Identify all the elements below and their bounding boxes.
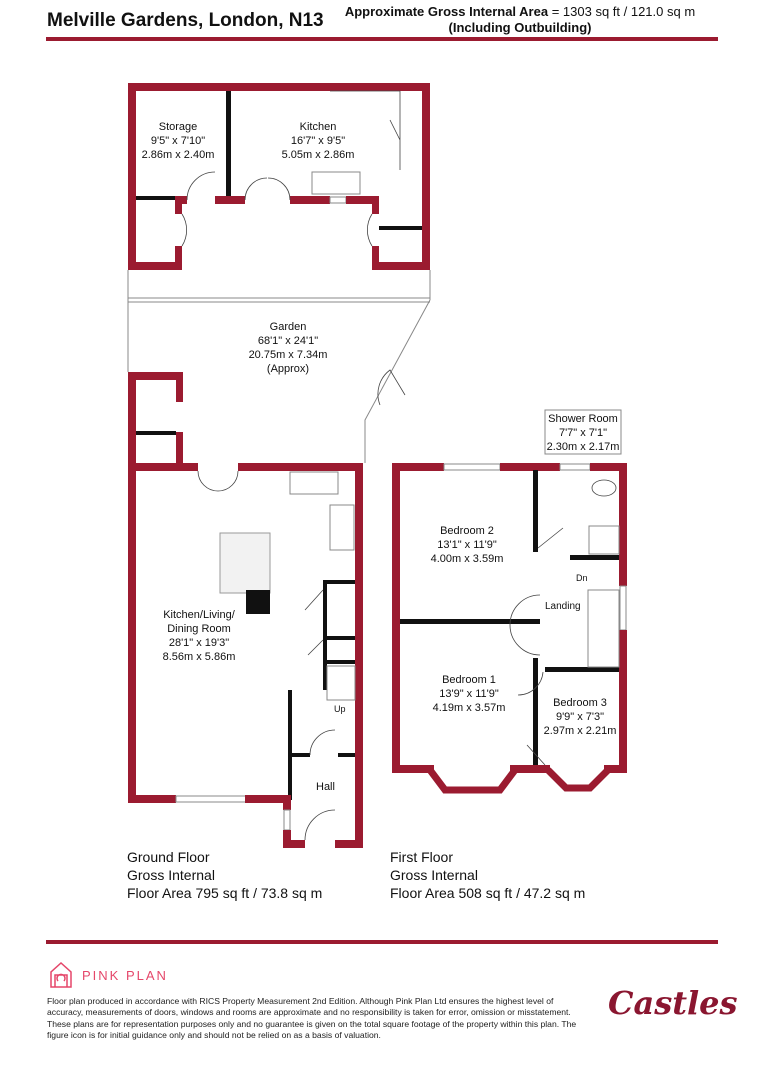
room-hall-label: Hall [316,781,335,793]
svg-text:Kitchen/Living/: Kitchen/Living/ [163,609,235,621]
up-label: Up [334,704,346,714]
gross-area-note: (Including Outbuilding) [448,20,592,35]
room-kitchen-living-label: Kitchen/Living/ Dining Room 28'1" x 19'3… [163,609,236,663]
first-floor-caption: First Floor Gross Internal Floor Area 50… [390,848,585,902]
first-floor-name: First Floor [390,849,453,865]
first-floor-gross: Gross Internal [390,867,478,883]
ground-floor-gross: Gross Internal [127,867,215,883]
svg-text:Shower Room: Shower Room [548,413,618,425]
ground-floor-walls [128,372,363,848]
svg-text:4.19m x 3.57m: 4.19m x 3.57m [433,702,506,714]
header-rule [46,37,718,41]
gross-area-value: = 1303 sq ft / 121.0 sq m [551,4,696,19]
svg-text:Bedroom 1: Bedroom 1 [442,674,496,686]
property-title: Melville Gardens, London, N13 [47,10,324,31]
disclaimer: Floor plan produced in accordance with R… [47,996,577,1040]
svg-text:13'9" x 11'9": 13'9" x 11'9" [439,688,499,700]
svg-text:7'7" x 7'1": 7'7" x 7'1" [559,427,607,439]
gross-area: Approximate Gross Internal Area = 1303 s… [330,4,710,36]
castles-logo: Castles [608,984,738,1022]
gross-area-label: Approximate Gross Internal Area [344,4,549,19]
svg-text:(Approx): (Approx) [267,363,309,375]
outbuilding [128,83,430,270]
svg-text:28'1" x 19'3": 28'1" x 19'3" [169,637,229,649]
svg-text:Garden: Garden [270,321,307,333]
ground-floor-area: Floor Area 795 sq ft / 73.8 sq m [127,885,323,901]
svg-text:20.75m x 7.34m: 20.75m x 7.34m [249,349,328,361]
room-bedroom3-label: Bedroom 3 9'9" x 7'3" 2.97m x 2.21m [544,697,617,737]
kitchen-island [219,532,271,594]
ground-floor-name: Ground Floor [127,849,210,865]
svg-text:2.30m x 2.17m: 2.30m x 2.17m [547,441,620,453]
landing-label: Landing [545,601,581,612]
svg-text:Kitchen: Kitchen [300,121,337,133]
svg-text:4.00m x 3.59m: 4.00m x 3.59m [431,553,504,565]
svg-text:16'7" x 9'5": 16'7" x 9'5" [291,135,345,147]
pink-plan-house-icon [50,961,72,988]
pink-plan-brand: PINK PLAN [82,968,168,983]
room-kitchen-label: Kitchen 16'7" x 9'5" 5.05m x 2.86m [282,121,355,161]
room-bedroom2-label: Bedroom 2 13'1" x 11'9" 4.00m x 3.59m [431,525,504,565]
svg-text:Dining Room: Dining Room [167,623,231,635]
dn-label: Dn [576,573,588,583]
svg-text:2.86m x 2.40m: 2.86m x 2.40m [142,149,215,161]
svg-text:9'9" x 7'3": 9'9" x 7'3" [556,711,604,723]
first-floor-walls [392,409,627,794]
ground-floor-caption: Ground Floor Gross Internal Floor Area 7… [127,848,322,902]
first-floor-area: Floor Area 508 sq ft / 47.2 sq m [390,885,586,901]
room-storage-label: Storage 9'5" x 7'10" 2.86m x 2.40m [142,121,215,161]
svg-text:Storage: Storage [159,121,198,133]
svg-text:Bedroom 2: Bedroom 2 [440,525,494,537]
svg-text:9'5" x 7'10": 9'5" x 7'10" [151,135,205,147]
svg-text:13'1" x 11'9": 13'1" x 11'9" [437,539,497,551]
svg-text:Bedroom 3: Bedroom 3 [553,697,607,709]
svg-text:2.97m x 2.21m: 2.97m x 2.21m [544,725,617,737]
svg-text:8.56m x 5.86m: 8.56m x 5.86m [163,651,236,663]
svg-text:68'1" x 24'1": 68'1" x 24'1" [258,335,318,347]
room-shower-label: Shower Room 7'7" x 7'1" 2.30m x 2.17m [547,413,620,453]
garden-outline [127,270,431,463]
footer-rule [46,940,718,944]
garden-label: Garden 68'1" x 24'1" 20.75m x 7.34m (App… [249,321,328,375]
room-bedroom1-label: Bedroom 1 13'9" x 11'9" 4.19m x 3.57m [433,674,506,714]
svg-text:5.05m x 2.86m: 5.05m x 2.86m [282,149,355,161]
